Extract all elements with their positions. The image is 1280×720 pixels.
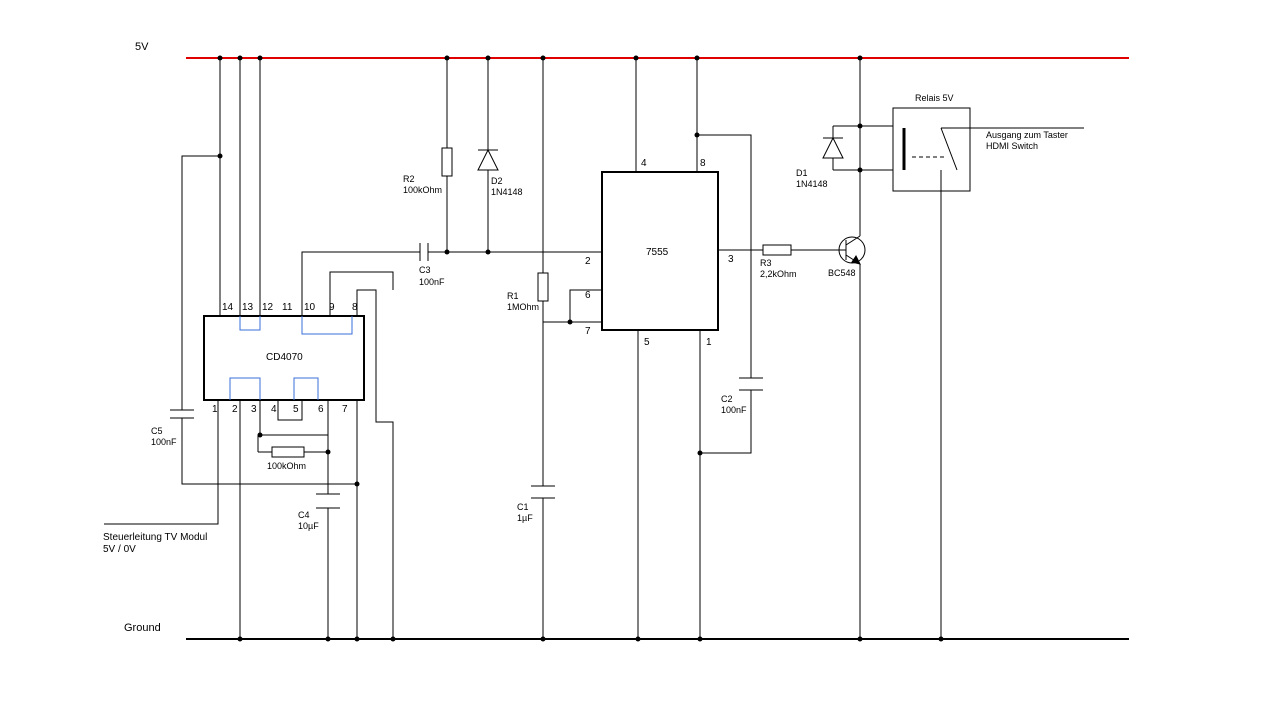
relay-internals	[902, 127, 970, 191]
junction-dots	[217, 55, 944, 642]
resistor-r3	[762, 244, 792, 256]
resistor-gate	[271, 446, 305, 458]
c2-value: 100nF	[721, 405, 747, 415]
cd4070-pin-6: 6	[318, 404, 324, 415]
relay-output-line2: HDMI Switch	[986, 141, 1038, 151]
c1-value: 1µF	[517, 513, 533, 523]
d2-ref: D2	[491, 176, 503, 186]
c1-ref: C1	[517, 502, 529, 512]
diode-d1	[822, 126, 844, 170]
ic-7555-pin-8: 8	[700, 158, 706, 169]
cd4070-pin-2: 2	[232, 404, 238, 415]
ic-7555-pin-5: 5	[644, 337, 650, 348]
relay-label: Relais 5V	[915, 93, 954, 103]
relay-box	[892, 107, 971, 192]
cd4070-pin-4: 4	[271, 404, 277, 415]
control-line-label: Steuerleitung TV Modul	[103, 532, 207, 543]
c2-ref: C2	[721, 394, 733, 404]
capacitor-c2	[739, 377, 763, 391]
capacitor-c5	[170, 409, 194, 419]
capacitor-c3	[419, 243, 429, 261]
c3-ref: C3	[419, 265, 431, 275]
cd4070-pin-13: 13	[242, 302, 254, 313]
c5-ref: C5	[151, 426, 163, 436]
vcc-label: 5V	[135, 41, 149, 53]
cd4070-pin-14: 14	[222, 302, 234, 313]
diode-d2	[477, 148, 499, 171]
ic-7555-pin-4: 4	[641, 158, 647, 169]
r3-value: 2,2kOhm	[760, 269, 797, 279]
cd4070-pin-1: 1	[212, 404, 218, 415]
r3-ref: R3	[760, 258, 772, 268]
cd4070-body	[203, 315, 365, 401]
gate-resistor-value: 100kOhm	[267, 461, 306, 471]
q1-value: BC548	[828, 268, 856, 278]
ic-7555-label: 7555	[646, 247, 669, 258]
r1-ref: R1	[507, 291, 519, 301]
cd4070-pin-11: 11	[282, 302, 293, 313]
cd4070-top-pins: 14 13 12 11 10 9 8	[222, 302, 358, 313]
cd4070-pin-3: 3	[251, 404, 257, 415]
relay-output-line1: Ausgang zum Taster	[986, 130, 1068, 140]
cd4070-pin-9: 9	[329, 302, 335, 313]
r1-value: 1MOhm	[507, 302, 539, 312]
ic-7555-pin-6: 6	[585, 290, 591, 301]
d2-value: 1N4148	[491, 187, 523, 197]
ic-7555-pin-3: 3	[728, 254, 734, 265]
cd4070-bottom-pins: 1 2 3 4 5 6 7	[212, 404, 348, 415]
capacitor-c1	[531, 485, 555, 499]
cd4070-pin-7: 7	[342, 404, 348, 415]
cd4070-internal-gates	[229, 316, 353, 400]
resistor-r1	[537, 272, 549, 302]
cd4070-pin-5: 5	[293, 404, 299, 415]
c3-value: 100nF	[419, 277, 445, 287]
d1-value: 1N4148	[796, 179, 828, 189]
ic-7555-pin-2: 2	[585, 256, 591, 267]
transistor-bc548	[838, 235, 866, 265]
cd4070-pin-10: 10	[304, 302, 316, 313]
control-line-voltage: 5V / 0V	[103, 544, 136, 555]
r2-value: 100kOhm	[403, 185, 442, 195]
capacitor-c4	[316, 493, 340, 509]
gnd-label: Ground	[124, 622, 161, 634]
cd4070-pin-12: 12	[262, 302, 274, 313]
wires	[104, 58, 1084, 639]
cd4070-pin-8: 8	[352, 302, 358, 313]
c5-value: 100nF	[151, 437, 177, 447]
resistor-r2	[441, 147, 453, 177]
d1-ref: D1	[796, 168, 808, 178]
ic-7555-body	[601, 171, 719, 331]
r2-ref: R2	[403, 174, 415, 184]
c4-value: 10µF	[298, 521, 319, 531]
cd4070-label: CD4070	[266, 352, 303, 363]
c4-ref: C4	[298, 510, 310, 520]
ic-7555-pin-1: 1	[706, 337, 712, 348]
ic-7555-pin-7: 7	[585, 326, 591, 337]
